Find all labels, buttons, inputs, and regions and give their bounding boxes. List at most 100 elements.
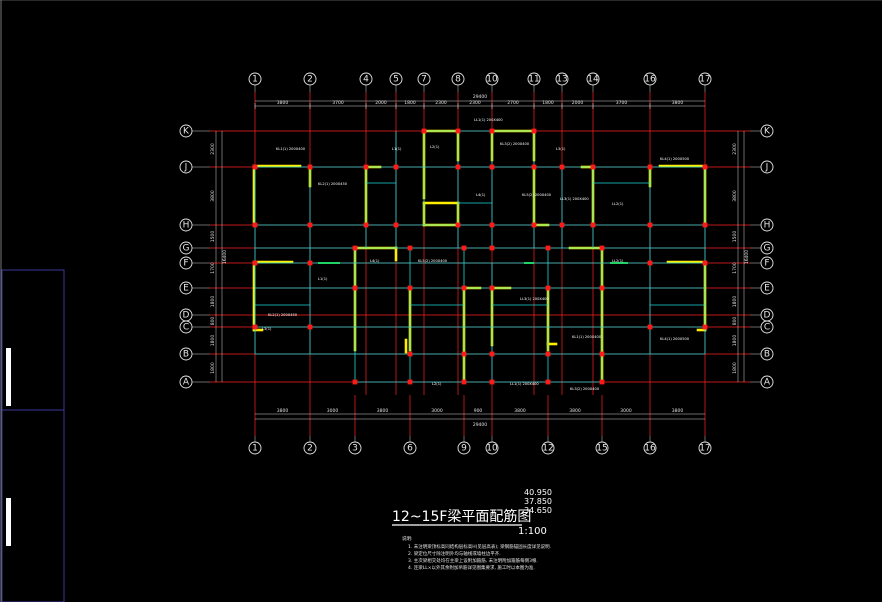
- dimension-value: 800: [732, 317, 738, 326]
- axis-bubble-label: G: [183, 244, 190, 254]
- axis-bubble-label: 9: [461, 444, 467, 454]
- drawing-scale: 1:100: [518, 526, 547, 537]
- axis-bubble-label: H: [183, 221, 190, 231]
- column-marker: [307, 164, 313, 170]
- dimension-value: 1700: [732, 262, 738, 274]
- beam-tag: L4(1): [476, 193, 486, 197]
- dimension-value: 1500: [210, 231, 216, 243]
- beam-tag: KL2(1) 200X450: [268, 313, 298, 317]
- axis-bubble-label: 6: [407, 444, 413, 454]
- column-marker: [489, 128, 495, 134]
- column-marker: [647, 164, 653, 170]
- dimension-value: 1800: [210, 362, 216, 374]
- dimension-value: 3700: [616, 100, 628, 106]
- column-marker: [545, 245, 551, 251]
- column-marker: [252, 324, 258, 330]
- column-markers: [252, 128, 708, 385]
- column-marker: [352, 379, 358, 385]
- beam-tag: KL4(1) 200X500: [660, 337, 690, 341]
- beam-tag: LL3(1) 200X400: [560, 197, 589, 201]
- dimension-value: 3000: [431, 408, 443, 414]
- axis-bubble-label: J: [184, 163, 188, 173]
- column-marker: [352, 285, 358, 291]
- beam-lines: [254, 130, 706, 383]
- column-marker: [559, 164, 565, 170]
- elevation-2: 37.850: [524, 497, 552, 506]
- dimension-value: 3800: [277, 408, 289, 414]
- column-marker: [489, 245, 495, 251]
- column-marker: [455, 222, 461, 228]
- total-height: 16400: [744, 250, 750, 264]
- column-marker: [461, 285, 467, 291]
- column-marker: [307, 260, 313, 266]
- beam-tag: LL1(1) 200X400: [474, 118, 503, 122]
- note-line: 1. 未注明梁顶标高同结构层标高H(见层高表); 梁钢筋锚固长度详见说明.: [408, 543, 551, 550]
- beam-tag: L1(1): [392, 147, 402, 151]
- column-marker: [407, 245, 413, 251]
- axis-bubble-label: C: [183, 323, 189, 333]
- column-marker: [363, 222, 369, 228]
- dimension-value: 1800: [732, 296, 738, 308]
- column-marker: [545, 351, 551, 357]
- beam-tag: KL3(2) 200X400: [500, 142, 530, 146]
- column-marker: [489, 285, 495, 291]
- dimension-value: 3000: [327, 408, 339, 414]
- dimension-value: 3800: [514, 408, 526, 414]
- title-block-frame: [1, 269, 65, 602]
- column-marker: [421, 128, 427, 134]
- column-marker: [352, 245, 358, 251]
- column-marker: [489, 379, 495, 385]
- column-marker: [461, 379, 467, 385]
- column-marker: [531, 222, 537, 228]
- beam-tag: KL2(1) 200X450: [318, 182, 348, 186]
- axis-bubble-label: 1: [252, 75, 258, 85]
- axis-bubble-label: 5: [393, 75, 399, 85]
- axis-bubble-label: E: [764, 284, 770, 294]
- dimension-value: 2300: [732, 143, 738, 155]
- axis-bubble-label: 16: [644, 444, 656, 454]
- axis-bubble-label: F: [183, 259, 188, 269]
- column-marker: [461, 351, 467, 357]
- beam-tag: LL3(1) 200X400: [520, 297, 549, 301]
- axis-bubble-label: 10: [486, 444, 498, 454]
- column-marker: [461, 245, 467, 251]
- column-marker: [599, 245, 605, 251]
- axis-bubble-label: B: [764, 350, 770, 360]
- column-marker: [252, 222, 258, 228]
- column-marker: [559, 222, 565, 228]
- column-marker: [702, 222, 708, 228]
- axis-bubble-label: 15: [596, 444, 607, 454]
- dimension-value: 2300: [435, 100, 447, 106]
- column-marker: [647, 324, 653, 330]
- axis-bubble-label: 17: [699, 444, 710, 454]
- column-marker: [489, 222, 495, 228]
- shear-walls: [252, 129, 707, 384]
- elevation-1: 40.950: [524, 488, 552, 497]
- axis-bubble-label: B: [183, 350, 189, 360]
- beam-tag: L4(1): [370, 259, 380, 263]
- column-marker: [252, 164, 258, 170]
- beam-tag: L2(1): [432, 382, 442, 386]
- axis-bubble-label: 1: [252, 444, 258, 454]
- axis-bubble-label: 13: [556, 75, 567, 85]
- column-marker: [599, 379, 605, 385]
- title-block-mark: [6, 348, 11, 406]
- axis-bubble-label: K: [183, 127, 190, 137]
- dimension-value: 3800: [732, 190, 738, 202]
- column-marker: [647, 222, 653, 228]
- column-marker: [545, 285, 551, 291]
- column-marker: [407, 351, 413, 357]
- dimension-value: 2000: [375, 100, 387, 106]
- column-marker: [702, 260, 708, 266]
- axis-bubble-label: 11: [528, 75, 539, 85]
- elevation-3: 34.650: [524, 506, 552, 515]
- note-line: 3. 主次梁相交处均在主梁上设附加箍筋, 未注明附加箍筋每侧3根.: [408, 557, 538, 564]
- note-line: 4. 连梁LL×以外其余附加吊筋详见图集要求, 施工时以本图为准.: [408, 564, 535, 571]
- axis-bubble-label: A: [764, 378, 771, 388]
- axis-bubble-label: 7: [421, 75, 427, 85]
- column-marker: [393, 164, 399, 170]
- axis-bubble-label: C: [764, 323, 770, 333]
- dimension-value: 3800: [210, 190, 216, 202]
- dimension-value: 2000: [572, 100, 584, 106]
